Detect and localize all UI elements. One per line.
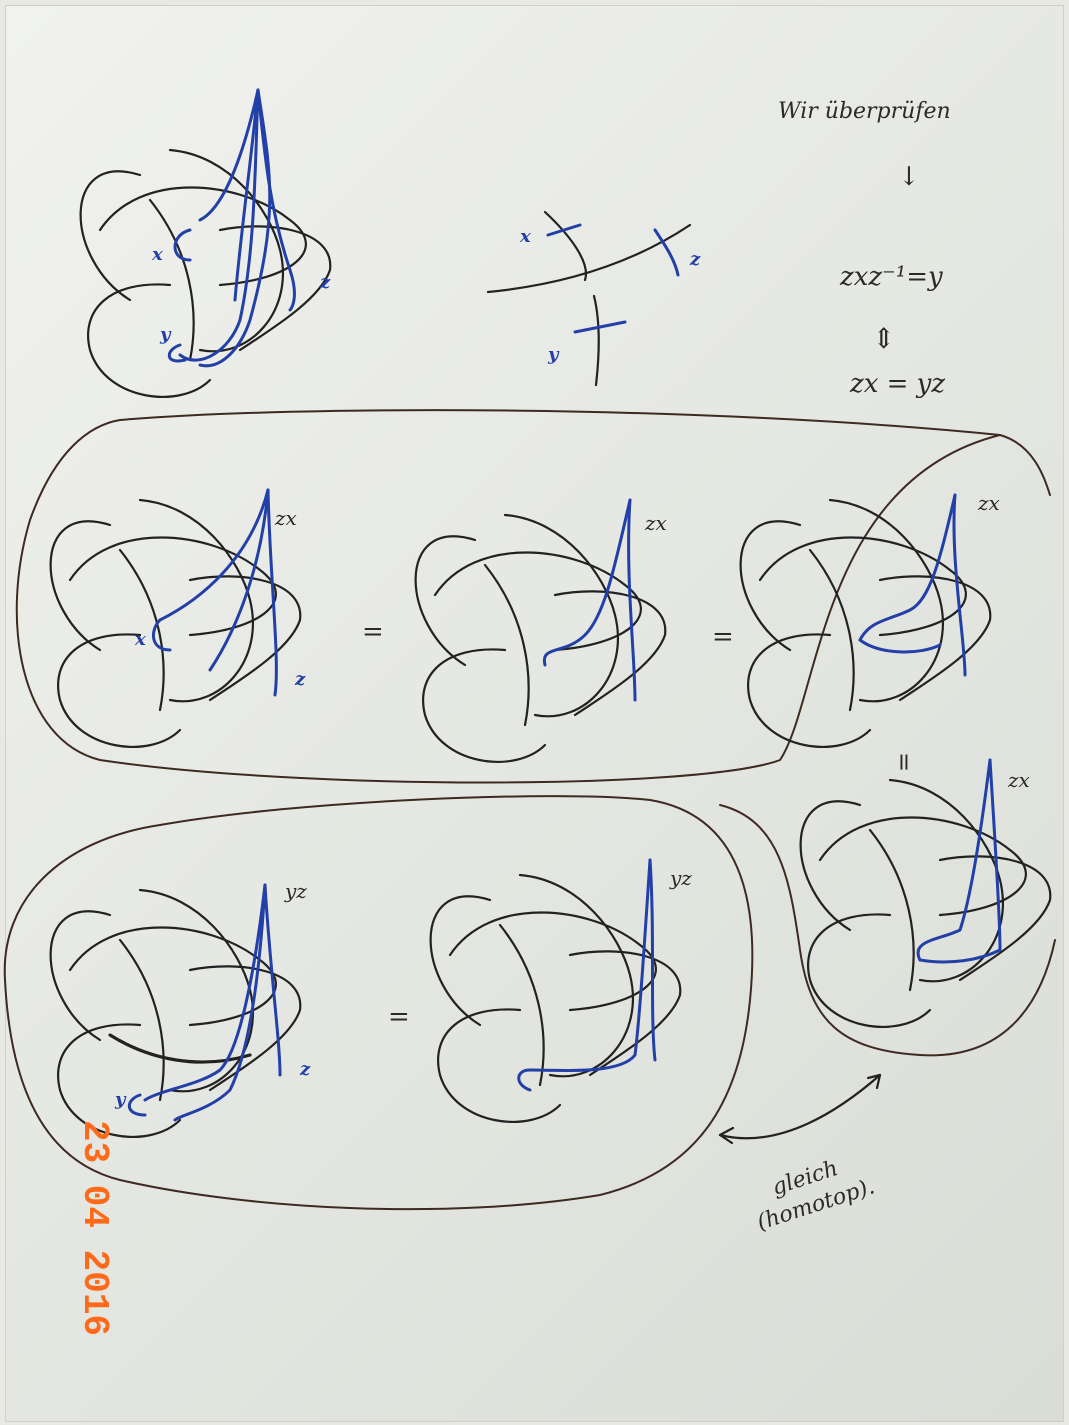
label-z: z xyxy=(319,272,331,293)
label-x-zx: x xyxy=(134,629,146,650)
label-x-crossing: x xyxy=(519,226,531,247)
label-zx-4: zx xyxy=(1007,768,1030,792)
label-zx-2: zx xyxy=(644,511,667,535)
knot-zx-2: zx xyxy=(414,498,667,763)
vertical-equals: = xyxy=(890,752,918,772)
paper-sheet xyxy=(6,6,1063,1421)
equations: Wir überprüfen ↓ zxz⁻¹=y ⇕ zx = yz xyxy=(778,99,951,399)
knot-zx-4: zx xyxy=(799,758,1052,1028)
knot-zx-3: zx xyxy=(739,491,1000,748)
enclosure-zx-lower-lobe xyxy=(719,804,1056,1057)
homotopy-arrow: gleich (homotop). xyxy=(718,1073,882,1236)
equivalence-arrow: ⇕ xyxy=(872,322,895,355)
generator-loops-top xyxy=(167,88,296,368)
enclosure-yz xyxy=(3,795,754,1211)
equals-sign-3: = xyxy=(388,1002,410,1032)
date-stamp: 23 04 2016 xyxy=(74,1120,115,1336)
arrow-down: ↓ xyxy=(898,162,920,192)
equals-sign-2: = xyxy=(712,622,734,652)
enclosure-zx xyxy=(15,409,1051,784)
knot-yz-2: yz xyxy=(429,858,692,1123)
label-y-yz: y xyxy=(114,1089,127,1110)
equation-conjugation: zxz⁻¹=y xyxy=(839,262,943,292)
equals-sign-1: = xyxy=(362,617,384,647)
label-z-zx: z xyxy=(294,669,306,690)
label-y-crossing: y xyxy=(547,344,560,365)
knot-diagram-top: x y z xyxy=(79,88,332,398)
label-z-yz: z xyxy=(299,1059,311,1080)
title-wir-ueberpruefen: Wir überprüfen xyxy=(778,99,951,124)
label-zx-1: zx xyxy=(274,506,297,530)
knot-yz-1: y z yz xyxy=(49,879,311,1138)
label-y: y xyxy=(159,324,172,345)
crossing-diagram: x z y xyxy=(486,210,701,387)
label-zx-3: zx xyxy=(977,491,1000,515)
knot-zx-1: x z zx xyxy=(49,488,306,748)
label-yz-2: yz xyxy=(669,866,692,890)
label-x: x xyxy=(151,244,163,265)
label-z-crossing: z xyxy=(689,249,701,270)
equation-commutation: zx = yz xyxy=(849,369,945,399)
label-yz-1: yz xyxy=(284,879,307,903)
